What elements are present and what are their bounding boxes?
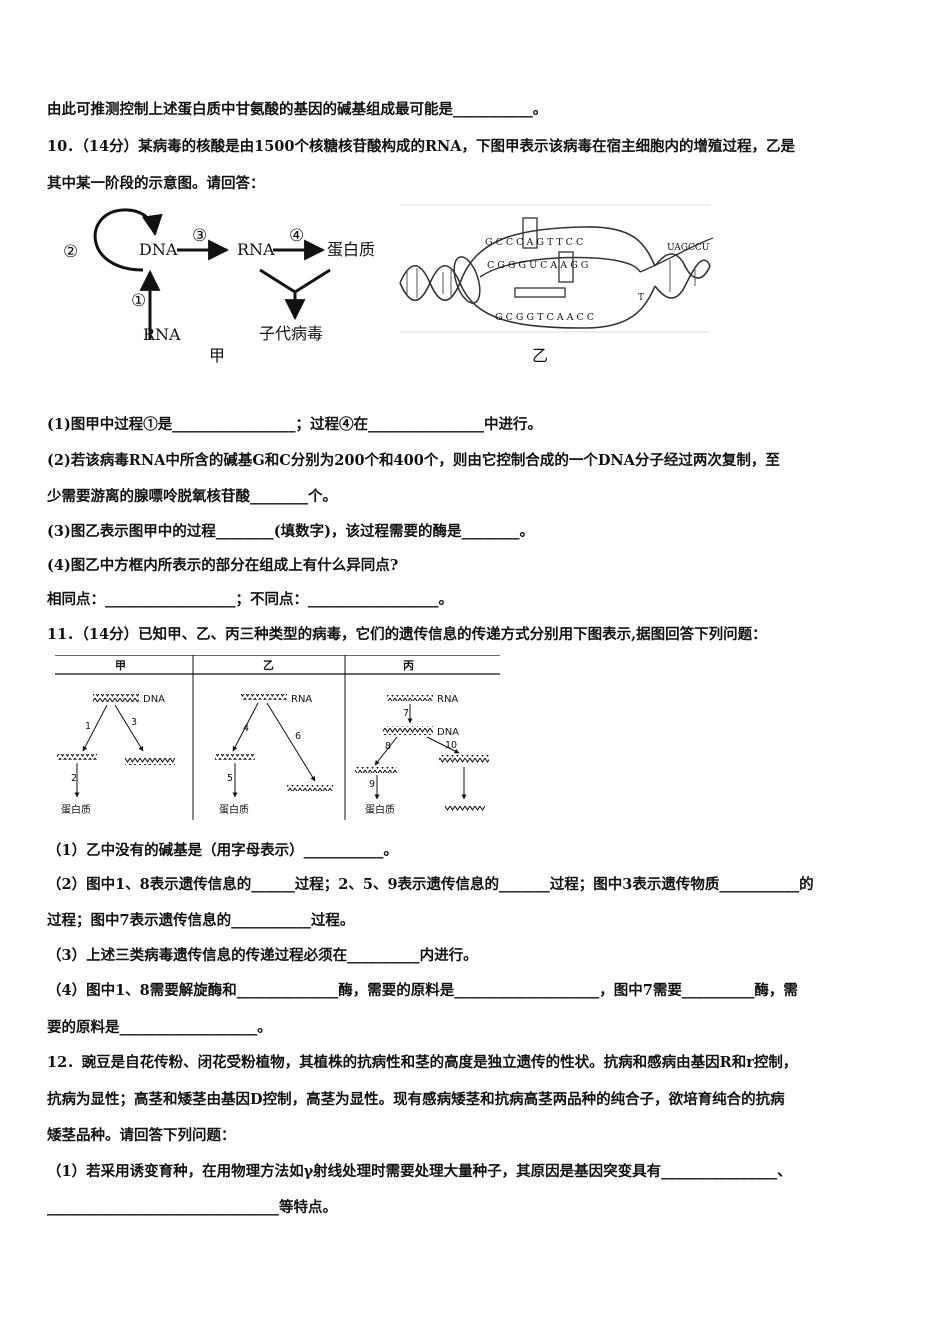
assembly-lines (259, 268, 331, 294)
rna-label: RNA (237, 240, 275, 259)
header-yi: 乙 (263, 659, 274, 672)
figure-yi: G C C C A G T T C C C G G G U C A A G G … (399, 204, 714, 365)
bing-rna-label: RNA (437, 694, 458, 705)
q10-part4: (4)图乙中方框内所表示的部分在组成上有什么异同点? (47, 557, 399, 574)
q11-part2-line2: 过程；图中7表示遗传信息的___________过程。 (47, 912, 355, 929)
bing-n9: 9 (369, 779, 375, 790)
q11-part3: （3）上述三类病毒遗传信息的传递过程必须在__________内进行。 (47, 947, 478, 964)
protein-label: 蛋白质 (327, 240, 375, 259)
q10-part4-answer: 相同点：__________________；不同点：_____________… (47, 591, 453, 608)
q10-part1: (1)图甲中过程①是_________________；过程④在________… (47, 416, 543, 433)
bing-n10: 10 (445, 740, 457, 751)
jia-n1: 1 (85, 721, 91, 732)
q11-part4-line1: （4）图中1、8需要解旋酶和______________酶，需要的原料是____… (47, 982, 798, 999)
box-rna-c (558, 251, 574, 283)
q10-stem-line1: 10．（14分）某病毒的核酸是由1500个核糖核苷酸构成的RNA，下图甲表示该病… (47, 138, 796, 155)
q10-stem-line2: 其中某一阶段的示意图。请回答： (47, 175, 265, 192)
process-2-label: ② (63, 242, 78, 262)
header-bing: 丙 (403, 659, 414, 672)
dna-coding-strand: G C G G T C A A C C (495, 312, 594, 323)
jia-n2: 2 (71, 773, 77, 784)
jia-protein: 蛋白质 (61, 803, 91, 816)
t-label: T (638, 293, 644, 303)
jia-n3: 3 (131, 717, 137, 728)
q11-part4-line2: 要的原料是___________________。 (47, 1019, 272, 1036)
rna-tail: UAGCCU (667, 243, 710, 253)
q12-stem-line1: 12．豌豆是自花传粉、闭花受粉植物，其植株的抗病性和茎的高度是独立遗传的性状。抗… (47, 1054, 798, 1071)
yi-n5: 5 (227, 773, 233, 784)
q12-stem-line3: 矮茎品种。请回答下列问题： (47, 1127, 236, 1144)
process-4-label: ④ (289, 226, 304, 246)
yi-n6: 6 (295, 731, 301, 742)
pathway-bing: RNA 7 DNA 8 10 9 蛋白质 (355, 694, 489, 816)
pathway-jia: DNA 1 3 2 蛋白质 (57, 694, 175, 816)
q10-part2-line2: 少需要游离的腺嘌呤脱氧核苷酸________个。 (47, 488, 337, 505)
q12-part1-line1: （1）若采用诱变育种，在用物理方法如γ射线处理时需要处理大量种子，其原因是基因突… (47, 1163, 792, 1180)
bing-protein: 蛋白质 (365, 803, 395, 816)
q11-part2-line1: （2）图中1、8表示遗传信息的______过程；2、5、9表示遗传信息的____… (47, 876, 814, 893)
q10-figure: ② DNA ③ RNA ④ 蛋白质 ① RNA 子代病毒 甲 (63, 204, 714, 365)
rna-polymerase-ellipse (453, 256, 481, 304)
header-jia: 甲 (115, 659, 126, 672)
q10-part2-line1: (2)若该病毒RNA中所含的碱基G和C分别为200个和400个，则由它控制合成的… (47, 452, 780, 469)
q11-figure: 甲 乙 丙 DNA 1 3 2 蛋白质 RNA 4 6 5 蛋白质 RNA 7 … (55, 655, 500, 820)
process-3-label: ③ (192, 226, 207, 246)
bing-n8: 8 (385, 741, 391, 752)
q12-part1-line2: ________________________________等特点。 (47, 1199, 337, 1216)
q9-tail-line: 由此可推测控制上述蛋白质中甘氨酸的基因的碱基组成最可能是___________。 (47, 101, 548, 118)
process-1-label: ① (131, 291, 146, 311)
bing-dna-label: DNA (437, 727, 459, 738)
dna-template-top-strand: G C C C A G T T C C (485, 237, 583, 248)
yi-n4: 4 (243, 723, 249, 734)
q12-stem-line2: 抗病为显性；高茎和矮茎由基因D控制，高茎为显性。现有感病矮茎和抗病高茎两品种的纯… (47, 1091, 785, 1108)
figure-yi-caption: 乙 (532, 346, 548, 365)
progeny-virus-label: 子代病毒 (259, 324, 323, 343)
rna-strand: C G G G U C A A G G (487, 260, 588, 271)
yi-rna-label: RNA (291, 694, 312, 705)
yi-protein: 蛋白质 (219, 803, 249, 816)
dna-label: DNA (139, 240, 178, 259)
q11-stem: 11．（14分）已知甲、乙、丙三种类型的病毒，它们的遗传信息的传递方式分别用下图… (47, 626, 767, 643)
figure-jia: ② DNA ③ RNA ④ 蛋白质 ① RNA 子代病毒 甲 (63, 208, 375, 365)
rna-source-label: RNA (143, 325, 181, 344)
jia-dna-label: DNA (143, 694, 165, 705)
figure-jia-caption: 甲 (209, 346, 225, 365)
box-dna-c (522, 217, 538, 249)
q10-part3: (3)图乙表示图甲中的过程________(填数字)，该过程需要的酶是_____… (47, 523, 535, 540)
pathway-yi: RNA 4 6 5 蛋白质 (215, 694, 333, 816)
bing-n7: 7 (403, 708, 409, 719)
self-replication-arrow (93, 208, 163, 272)
blank-box (514, 287, 566, 298)
q11-part1: （1）乙中没有的碱基是（用字母表示）___________。 (47, 842, 398, 859)
